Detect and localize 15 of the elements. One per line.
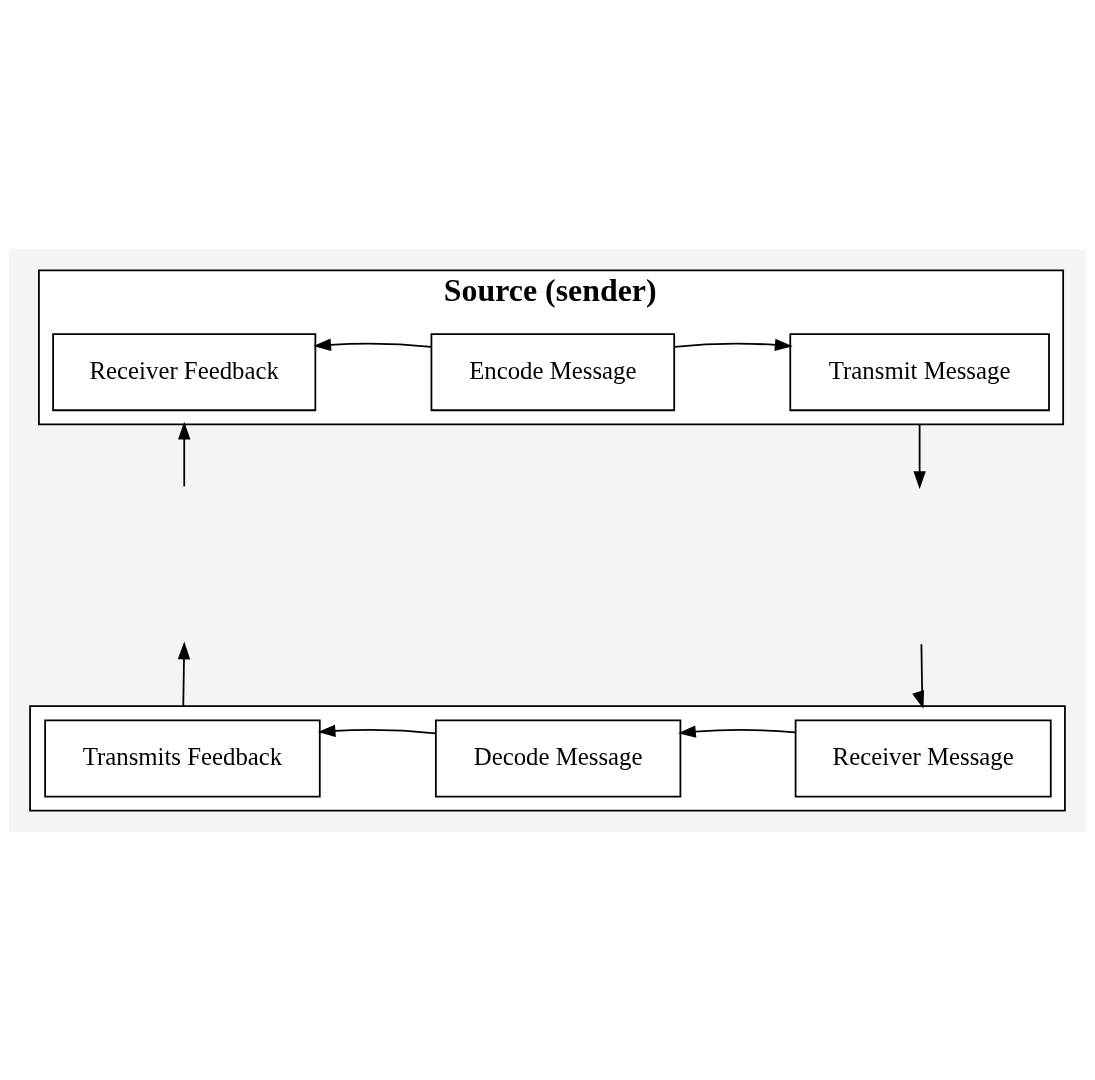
node-box: Transmits Feedback [44,718,321,797]
node-box: Receiver Message [794,718,1052,797]
arrow [178,421,191,487]
node-box: Receiver Feedback [52,332,317,411]
arrow [912,642,925,709]
node-box: Decode Message [434,718,682,797]
node-box: Transmit Message [789,332,1050,411]
arrow [177,641,191,707]
arrow [913,423,926,489]
arrow [678,724,797,738]
arrow [313,338,433,351]
node-box: Encode Message [430,332,676,411]
cluster [29,704,1066,812]
arrow [673,338,793,351]
arrow [317,724,437,737]
